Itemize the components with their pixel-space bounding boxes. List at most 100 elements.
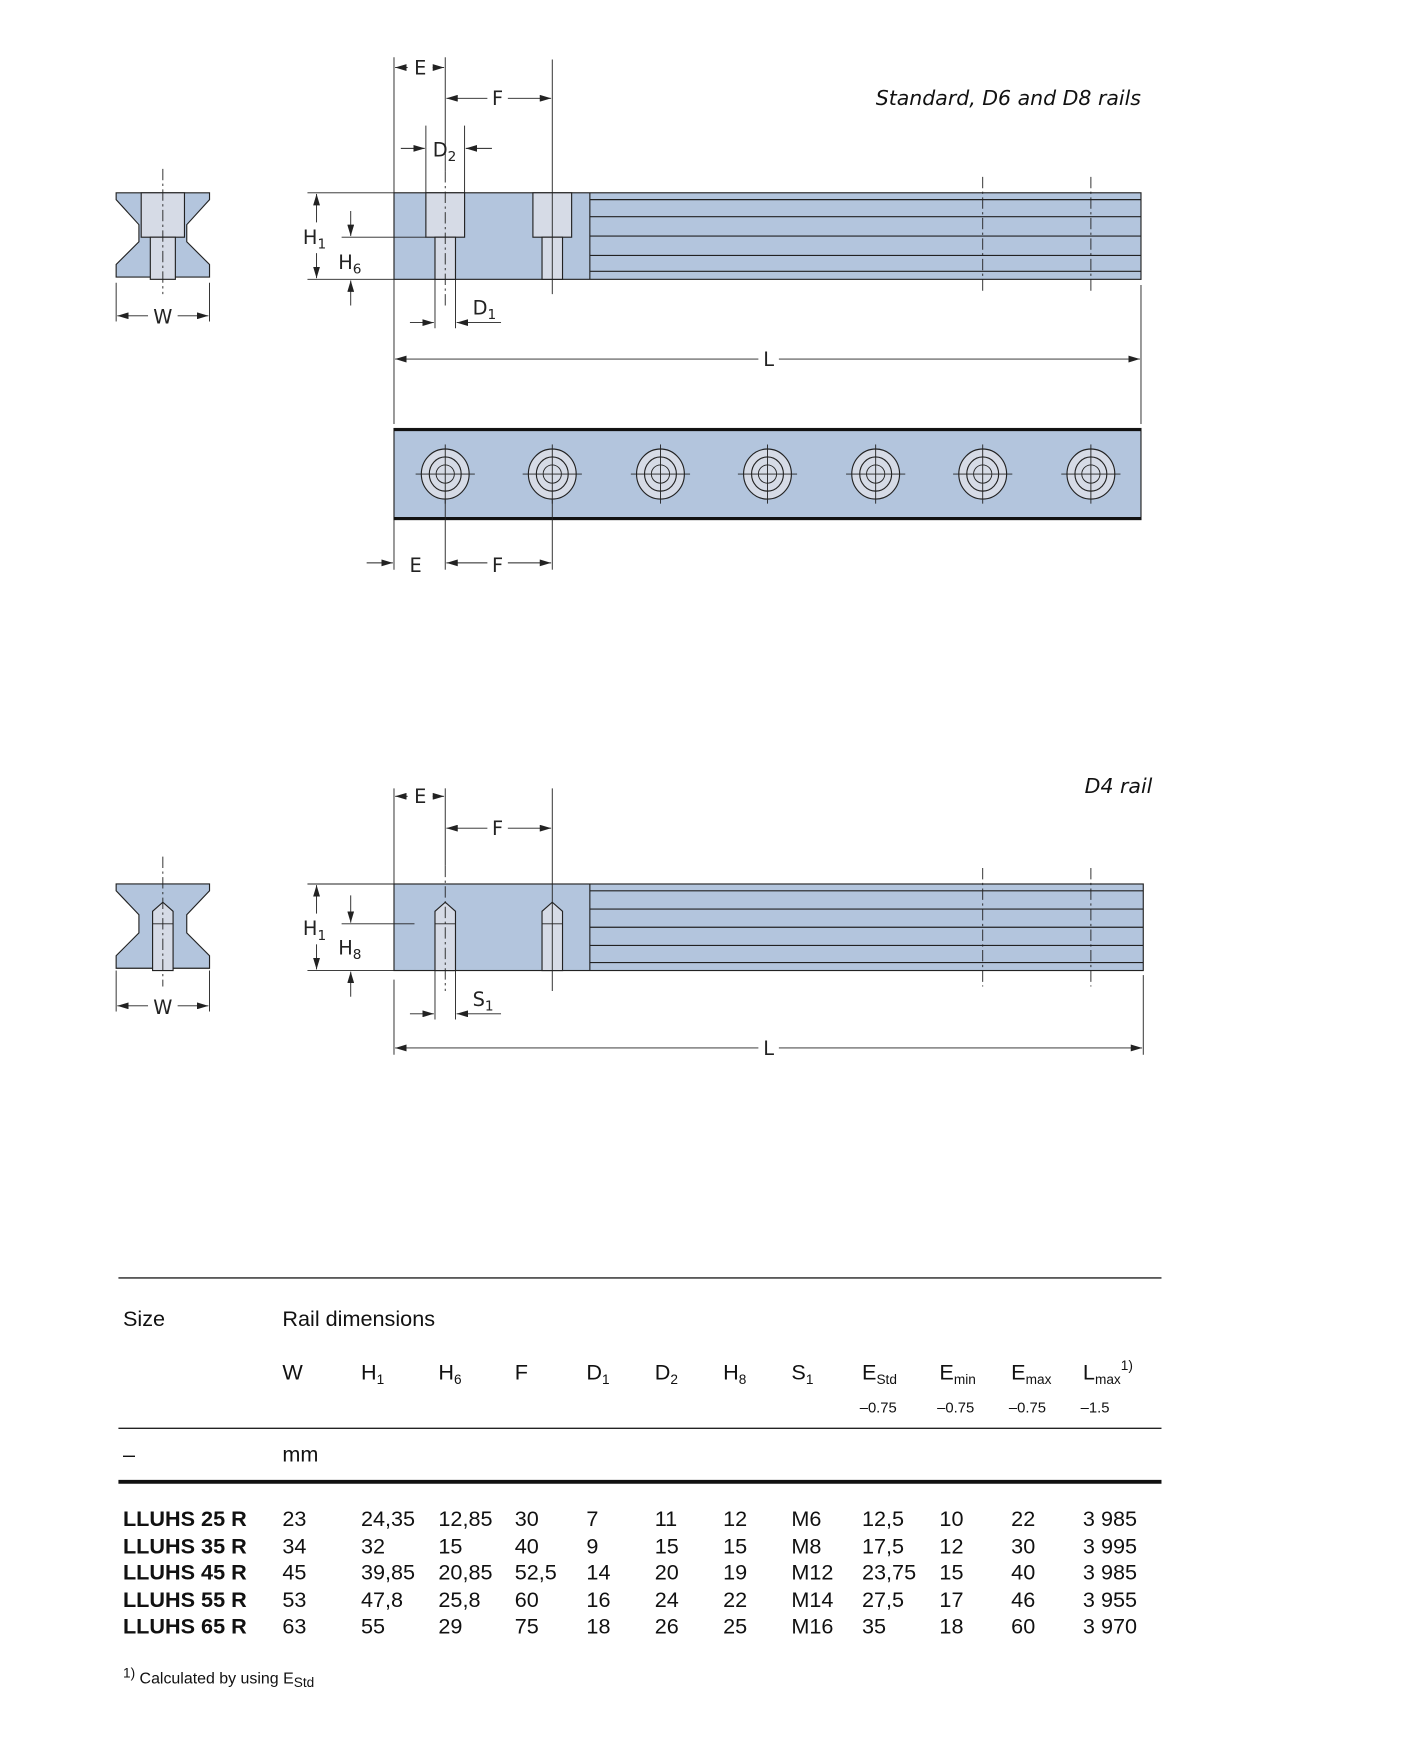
table-cell: 11 <box>655 1506 677 1531</box>
rail-dimensions-header: Rail dimensions <box>282 1306 435 1331</box>
dim-label-w: W <box>153 996 172 1019</box>
dim-label-f: F <box>492 817 503 840</box>
table-cell: 47,8 <box>361 1587 403 1612</box>
rail-side-view: E F H1 H8 S1 L <box>303 785 1144 1060</box>
table-cell: 24,35 <box>361 1506 415 1531</box>
drawing-d4-rail: D4 rail W <box>115 774 1153 1060</box>
dim-label-e-top: E <box>410 554 422 577</box>
column-header: Lmax1) <box>1083 1358 1133 1387</box>
dim-label-e: E <box>414 785 426 808</box>
mounting-hole-icon <box>522 444 582 504</box>
rail-cross-section: W <box>115 168 211 329</box>
column-header: F <box>515 1359 528 1384</box>
mounting-hole-icon <box>953 444 1013 504</box>
drawing-title: Standard, D6 and D8 rails <box>876 86 1142 110</box>
table-cell: 22 <box>723 1587 747 1612</box>
table-cell: 39,85 <box>361 1560 415 1585</box>
dim-label-s1: S1 <box>473 988 494 1015</box>
mounting-hole-icon <box>630 444 691 504</box>
table-cell: 29 <box>438 1613 462 1638</box>
dim-label-e: E <box>414 56 426 79</box>
table-cell: 17,5 <box>862 1534 904 1559</box>
table-cell: M8 <box>791 1534 821 1559</box>
table-cell: M16 <box>791 1613 833 1638</box>
table-cell: M12 <box>791 1560 833 1585</box>
table-cell: 12,5 <box>862 1506 904 1531</box>
dim-label-h6: H6 <box>338 251 361 278</box>
table-cell: 16 <box>586 1587 610 1612</box>
table-cell: 12 <box>723 1506 747 1531</box>
footnote: 1) Calculated by using EStd <box>123 1666 314 1690</box>
rail-top-view: E F <box>366 427 1142 577</box>
table-cell: M14 <box>791 1587 833 1612</box>
rail-cross-section: W <box>115 856 211 1019</box>
table-cell: 45 <box>282 1560 306 1585</box>
table-cell: 23,75 <box>862 1560 916 1585</box>
rail-side-view: E F D2 H1 H6 D1 <box>303 56 1142 424</box>
column-tolerance: –1.5 <box>1081 1400 1110 1416</box>
table-cell: 12 <box>939 1534 963 1559</box>
dim-label-l: L <box>763 348 774 371</box>
table-cell: 9 <box>586 1534 598 1559</box>
table-cell: 19 <box>723 1560 747 1585</box>
dim-label-d1: D1 <box>473 297 497 324</box>
table-cell: 18 <box>939 1613 963 1638</box>
column-tolerance: –0.75 <box>937 1400 974 1416</box>
mounting-hole-icon <box>846 444 906 504</box>
table-cell: 32 <box>361 1534 385 1559</box>
column-header: Emin <box>939 1359 975 1387</box>
column-header: Emax <box>1011 1359 1051 1387</box>
dim-label-h1: H1 <box>303 226 326 253</box>
table-cell: 34 <box>282 1534 306 1559</box>
table-cell: 15 <box>438 1534 462 1559</box>
table-cell: 3 985 <box>1083 1560 1137 1585</box>
row-size: LLUHS 25 R <box>123 1506 247 1531</box>
dim-label-w: W <box>153 306 172 329</box>
table-cell: 27,5 <box>862 1587 904 1612</box>
table-cell: 24 <box>655 1587 679 1612</box>
dim-label-l: L <box>763 1037 774 1060</box>
column-header: W <box>282 1359 303 1384</box>
table-cell: 53 <box>282 1587 306 1612</box>
row-size: LLUHS 55 R <box>123 1587 247 1612</box>
column-header: D1 <box>586 1359 609 1387</box>
row-size: LLUHS 45 R <box>123 1560 247 1585</box>
table-cell: 14 <box>586 1560 610 1585</box>
column-tolerance: –0.75 <box>1009 1400 1046 1416</box>
table-cell: 25,8 <box>438 1587 480 1612</box>
table-cell: 75 <box>515 1613 539 1638</box>
dim-label-f: F <box>492 87 503 110</box>
dim-label-f-top: F <box>492 554 503 577</box>
table-cell: 15 <box>655 1534 679 1559</box>
table-cell: 46 <box>1011 1587 1035 1612</box>
column-header: S1 <box>791 1359 813 1387</box>
table-cell: 3 970 <box>1083 1613 1137 1638</box>
column-header: H1 <box>361 1359 384 1387</box>
mounting-hole-icon <box>1061 444 1121 504</box>
table-cell: 3 995 <box>1083 1534 1137 1559</box>
table-cell: 15 <box>723 1534 747 1559</box>
table-cell: 40 <box>1011 1560 1035 1585</box>
row-size: LLUHS 65 R <box>123 1613 247 1638</box>
mounting-hole-icon <box>737 444 798 504</box>
table-cell: 15 <box>939 1560 963 1585</box>
mounting-hole-icon <box>415 444 475 504</box>
drawing-title: D4 rail <box>1085 774 1153 798</box>
table-cell: 3 955 <box>1083 1587 1137 1612</box>
table-cell: 23 <box>282 1506 306 1531</box>
column-header: H6 <box>438 1359 461 1387</box>
table-cell: 17 <box>939 1587 963 1612</box>
drawing-standard-rails: Standard, D6 and D8 rails W <box>115 56 1142 577</box>
unit-mm: mm <box>282 1441 318 1466</box>
table-cell: 26 <box>655 1613 679 1638</box>
dim-label-h8: H8 <box>338 937 361 964</box>
table-cell: 12,85 <box>438 1506 492 1531</box>
table-cell: 18 <box>586 1613 610 1638</box>
table-cell: 25 <box>723 1613 747 1638</box>
